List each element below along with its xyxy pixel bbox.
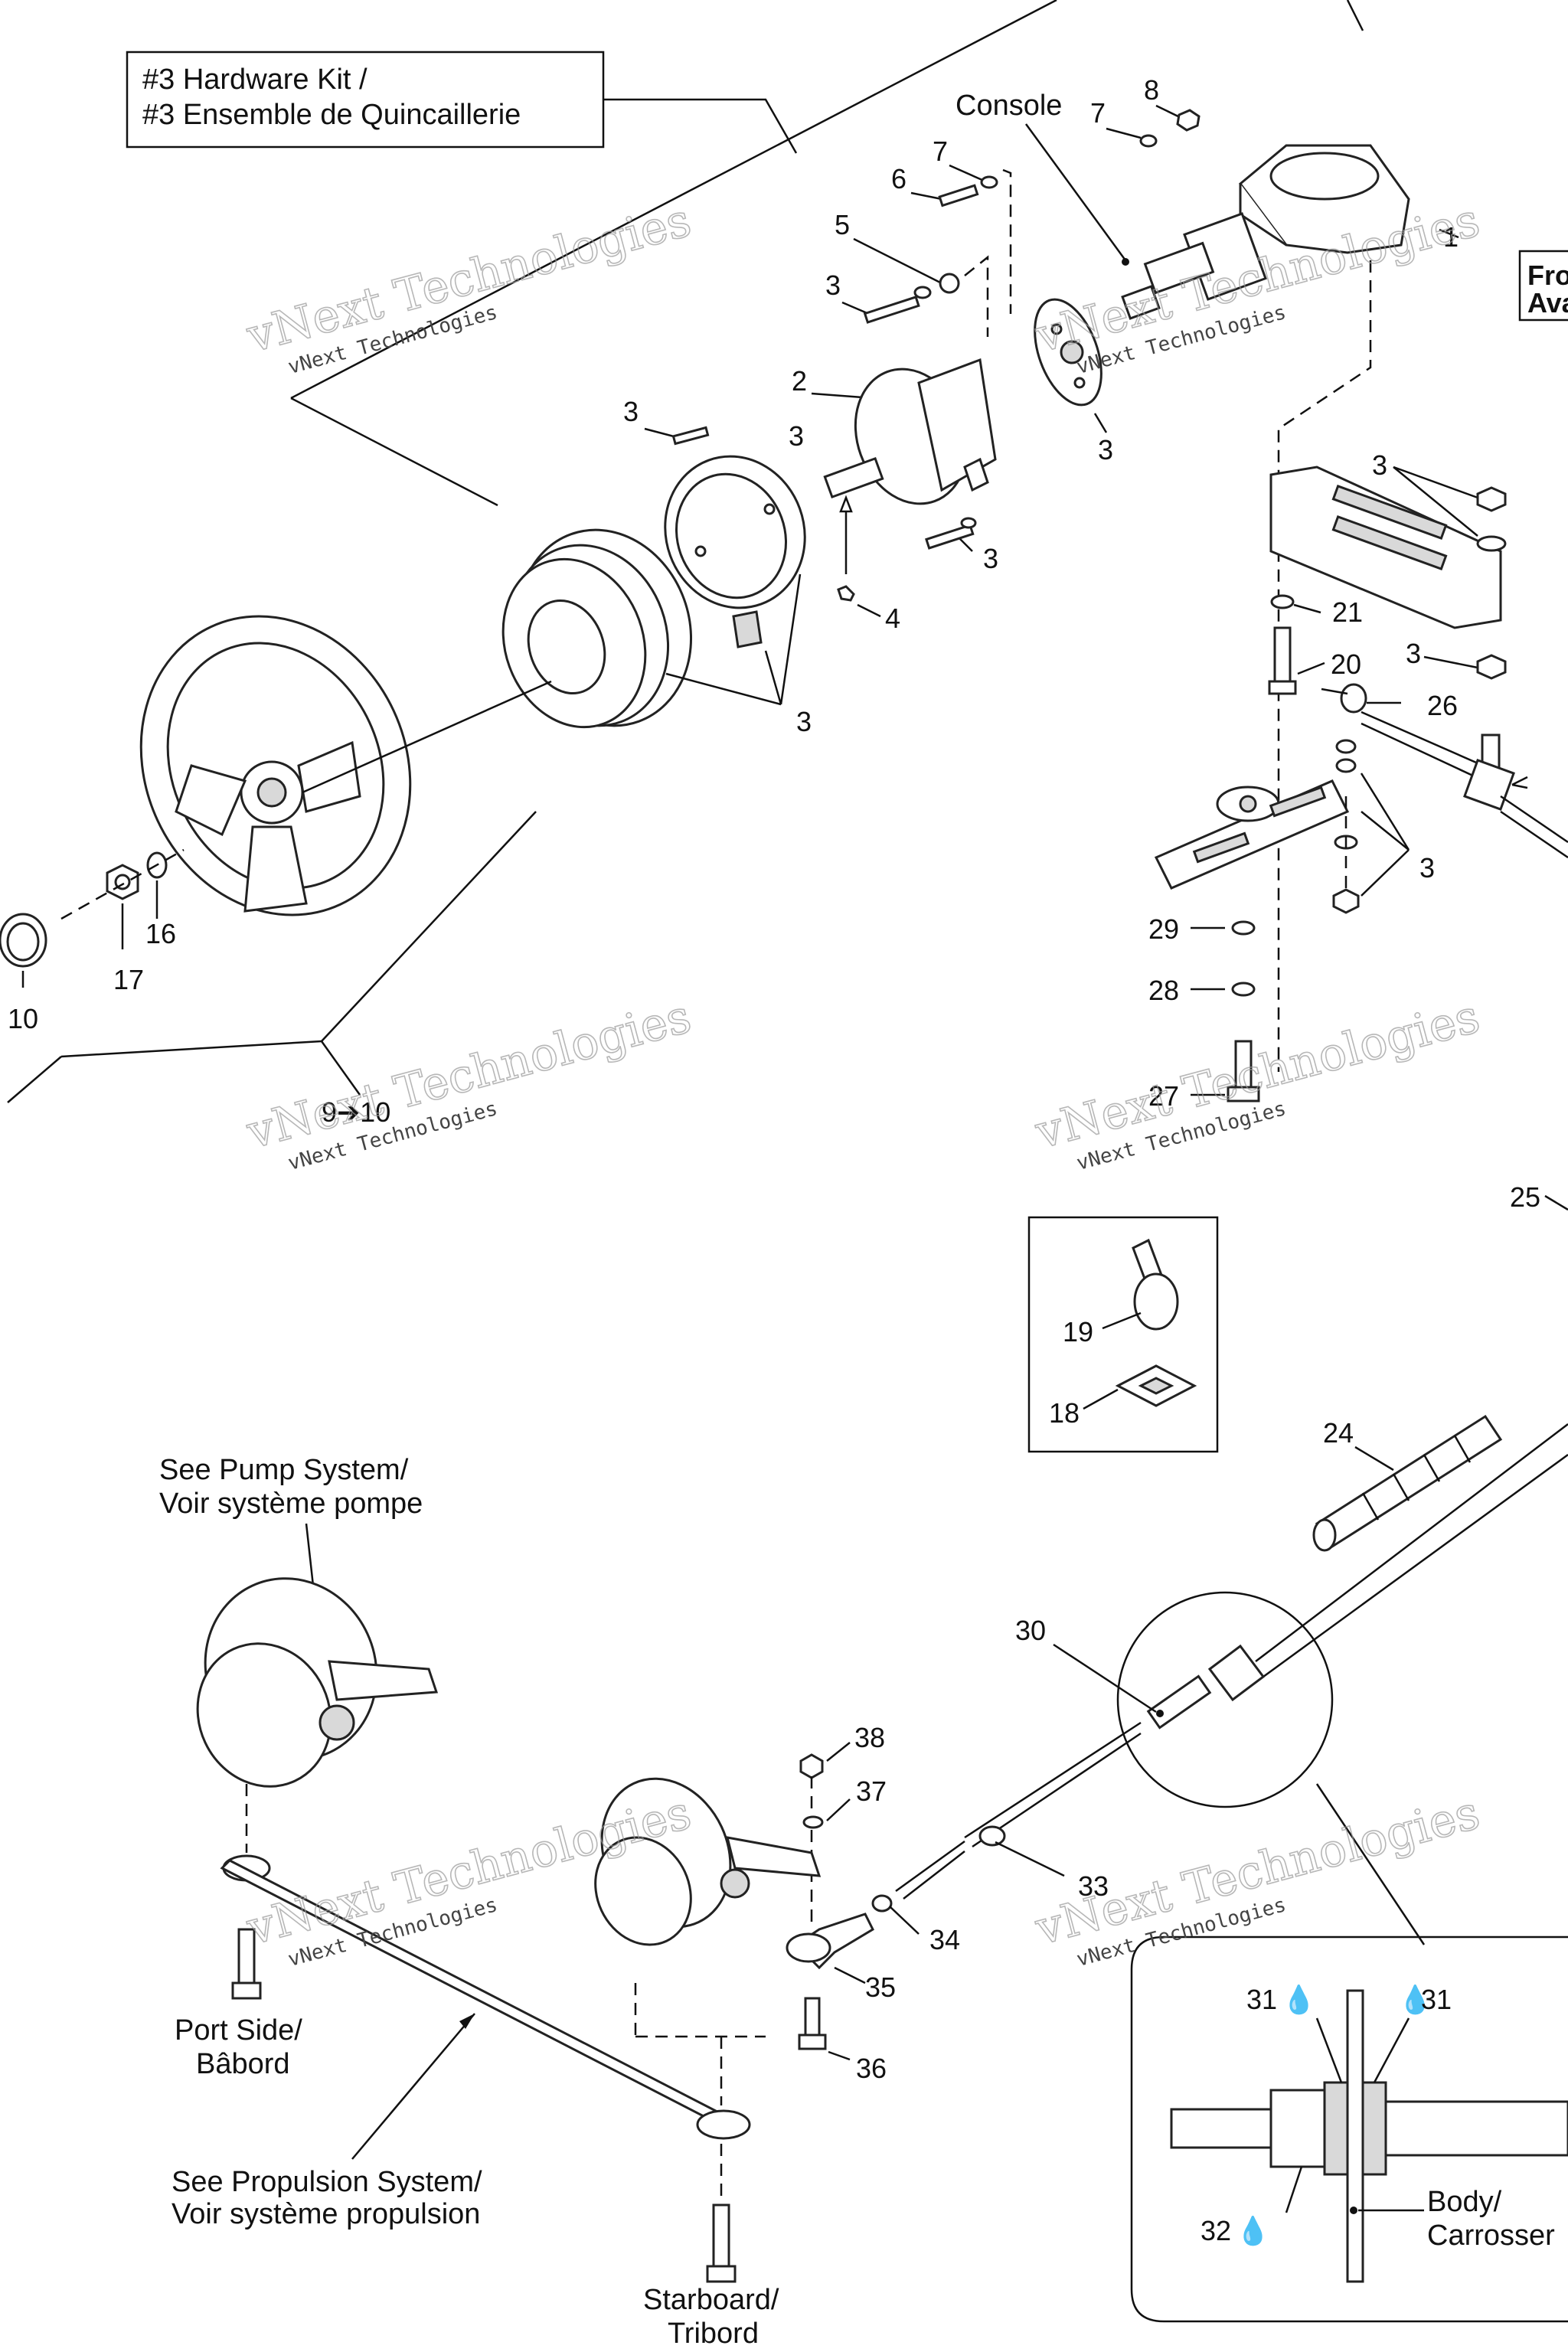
drop-31a: 💧: [1282, 1984, 1316, 2015]
port-side-line1: Port Side/: [175, 2014, 302, 2047]
upper-bracket-part: 3: [1269, 449, 1507, 629]
watermark-3: vNext Technologies: [241, 990, 697, 1160]
starboard-line1: Starboard/: [643, 2284, 779, 2316]
hardware-kit-line1: #3 Hardware Kit /: [142, 64, 368, 96]
callout-29: 29: [1148, 913, 1179, 945]
link-26-part: 26: [1321, 683, 1568, 859]
callout-8: 8: [1144, 74, 1159, 106]
callout-3a: 3: [825, 270, 841, 301]
callout-6: 6: [891, 163, 906, 194]
see-pump-line1: See Pump System/: [159, 1454, 409, 1486]
callout-37: 37: [856, 1775, 887, 1807]
callout-3i: 3: [1419, 852, 1435, 884]
bolt-27-29-parts: 29 28 27: [1148, 913, 1260, 1112]
see-propulsion-line1: See Propulsion System/: [172, 2166, 482, 2198]
nozzle-center-part: [594, 1777, 822, 2038]
body-line1: Body/: [1427, 2186, 1502, 2218]
clip-part: 3: [665, 573, 812, 737]
drop-32: 💧: [1236, 2215, 1270, 2246]
callout-2: 2: [792, 365, 807, 397]
callout-3b: 3: [1098, 434, 1113, 466]
callout-34: 34: [929, 1924, 960, 1955]
clock-spring-part: 2 3 3: [789, 358, 998, 574]
callout-3c: 3: [789, 420, 804, 452]
callout-35: 35: [865, 1971, 896, 2003]
callout-38: 38: [854, 1722, 885, 1753]
watermark-1: vNext Technologies: [241, 194, 697, 364]
callout-25-group: 25: [1510, 1181, 1568, 1213]
front-label-2: Ava: [1527, 287, 1568, 318]
callout-1: 1: [1443, 221, 1459, 253]
callout-3d: 3: [983, 543, 998, 574]
callout-3h: 3: [1406, 638, 1421, 669]
front-label-1: Fro: [1527, 260, 1568, 291]
port-side-line2: Bâbord: [196, 2048, 290, 2080]
callout-32: 32: [1200, 2215, 1231, 2246]
bolt-20-21-parts: 21 20 3: [1268, 594, 1507, 775]
callout-21: 21: [1332, 596, 1363, 628]
callout-7a: 7: [1090, 97, 1106, 129]
hub-cover-part: [664, 455, 806, 609]
steering-wheel-part: [139, 615, 552, 916]
callout-5: 5: [835, 209, 850, 240]
callout-31b: 31: [1421, 1984, 1452, 2015]
hardware-kit-note: #3 Hardware Kit / #3 Ensemble de Quincai…: [126, 51, 798, 154]
see-pump-line2: Voir système pompe: [159, 1488, 423, 1520]
callout-33: 33: [1078, 1870, 1109, 1902]
range-9-10-label: 9➔10: [322, 1096, 390, 1128]
horn-pad-part: [501, 528, 693, 729]
callout-26: 26: [1427, 690, 1458, 721]
hardware-kit-line2: #3 Ensemble de Quincaillerie: [142, 99, 521, 131]
cover-screw-part: 3: [623, 396, 710, 446]
callout-3g: 3: [1372, 449, 1387, 481]
body-line2: Carrosser: [1427, 2220, 1555, 2252]
see-propulsion-line2: Voir système propulsion: [172, 2198, 480, 2230]
key-part: 4: [837, 585, 900, 634]
pump-nozzle-part: See Pump System/ Voir système pompe: [159, 1454, 439, 1853]
front-label: Fro Ava: [1518, 250, 1568, 322]
kit-bracket: [290, 0, 1364, 507]
callout-4: 4: [885, 603, 900, 634]
callout-18: 18: [1049, 1397, 1080, 1429]
callout-7b: 7: [933, 136, 948, 167]
wheel-bracket: 9➔10: [7, 811, 537, 1128]
callout-31a: 31: [1246, 1984, 1277, 2015]
callout-20: 20: [1331, 648, 1361, 680]
fasteners-upper: 8 7 7 6 5 3: [825, 74, 1200, 337]
lower-bracket-part: 3: [1154, 773, 1435, 914]
steering-column-part: 1: [1121, 144, 1459, 320]
drop-31b: 💧: [1398, 1984, 1432, 2015]
callout-19: 19: [1063, 1316, 1093, 1348]
watermark-4: vNext Technologies: [1030, 990, 1485, 1160]
callout-16: 16: [145, 918, 176, 949]
callout-30: 30: [1015, 1615, 1046, 1646]
hub-plate-part: 3: [1034, 298, 1113, 466]
ball-joint-parts: 35 36 38 37: [786, 1722, 896, 2084]
callout-25: 25: [1510, 1181, 1540, 1213]
callout-17: 17: [113, 964, 144, 995]
callout-10: 10: [8, 1003, 38, 1034]
console-label: Console: [956, 90, 1062, 122]
tie-bar-part: Port Side/ Bâbord See Propulsion System/…: [172, 1854, 779, 2350]
callout-3f: 3: [796, 706, 812, 737]
callout-28: 28: [1148, 975, 1179, 1006]
cable-tie-box: 19 18: [1027, 1216, 1219, 1453]
starboard-line2: Tribord: [668, 2318, 759, 2350]
callout-27: 27: [1148, 1080, 1179, 1112]
callout-3e: 3: [623, 396, 639, 427]
callout-36: 36: [856, 2053, 887, 2084]
callout-24: 24: [1323, 1417, 1354, 1449]
steering-cable-part: 30 33 34: [871, 1423, 1568, 1955]
wheel-nut-parts: 16 17 10: [0, 848, 185, 1034]
cable-mount-detail: Body/ Carrosser 31 💧 💧 31 32 💧: [1130, 1936, 1568, 2323]
sleeve-part: 24: [1312, 1414, 1503, 1552]
